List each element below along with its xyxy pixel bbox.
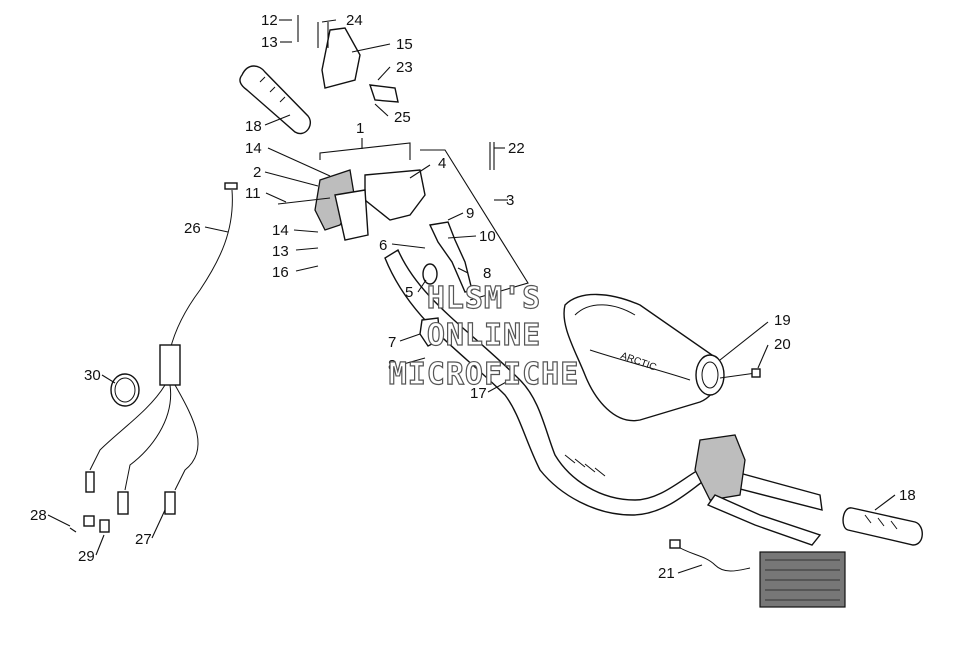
callout-19: 19 <box>774 312 791 329</box>
small-parts <box>419 142 495 347</box>
callout-6: 6 <box>379 237 387 254</box>
callout-8: 8 <box>388 357 396 374</box>
callout-18: 18 <box>899 487 916 504</box>
bolt-20 <box>719 368 761 379</box>
callout-20: 20 <box>774 336 791 353</box>
callout-13: 13 <box>272 243 289 260</box>
callout-26: 26 <box>184 220 201 237</box>
callout-28: 28 <box>30 507 47 524</box>
left-grip <box>239 65 312 135</box>
callout-21: 21 <box>658 565 675 582</box>
callout-10: 10 <box>479 228 496 245</box>
callout-17: 17 <box>470 385 487 402</box>
right-grip <box>842 507 923 546</box>
switch-bracket <box>297 15 399 103</box>
callout-12: 12 <box>261 12 278 29</box>
brake-assembly <box>694 434 822 546</box>
connector-parts <box>69 515 110 533</box>
handlebar-pad: ARCTIC <box>563 293 725 422</box>
callout-labels: 12 24 13 15 23 18 25 1 14 22 4 2 11 3 9 … <box>30 12 916 582</box>
callout-11: 11 <box>245 185 261 202</box>
callout-16: 16 <box>272 264 289 281</box>
callout-9: 9 <box>466 205 474 222</box>
handlebar <box>384 248 823 516</box>
callout-3: 3 <box>506 192 514 209</box>
callout-22: 22 <box>508 140 525 157</box>
leader-lines <box>47 19 896 574</box>
throttle-housing <box>277 169 426 241</box>
callout-14: 14 <box>272 222 289 239</box>
callout-29: 29 <box>78 548 95 565</box>
throttle-lever <box>428 221 473 293</box>
callout-25: 25 <box>394 109 411 126</box>
wiring-harness <box>85 182 238 515</box>
callout-13: 13 <box>261 34 278 51</box>
callout-27: 27 <box>135 531 152 548</box>
callout-18: 18 <box>245 118 262 135</box>
callout-1: 1 <box>356 120 364 137</box>
thumb-warmer <box>669 539 846 608</box>
callout-24: 24 <box>346 12 363 29</box>
callout-23: 23 <box>396 59 413 76</box>
callout-7: 7 <box>388 334 396 351</box>
watermark-line-2: ONLINE <box>427 318 541 353</box>
watermark-line-1: HLSM'S <box>427 281 541 316</box>
callout-14: 14 <box>245 140 262 157</box>
callout-5: 5 <box>405 284 413 301</box>
watermark: HLSM'S ONLINE MICROFICHE <box>388 280 580 392</box>
watermark-line-3: MICROFICHE <box>389 357 580 392</box>
callout-8: 8 <box>483 265 491 282</box>
callout-4: 4 <box>438 155 446 172</box>
callout-15: 15 <box>396 36 413 53</box>
callout-2: 2 <box>253 164 261 181</box>
callout-30: 30 <box>84 367 101 384</box>
